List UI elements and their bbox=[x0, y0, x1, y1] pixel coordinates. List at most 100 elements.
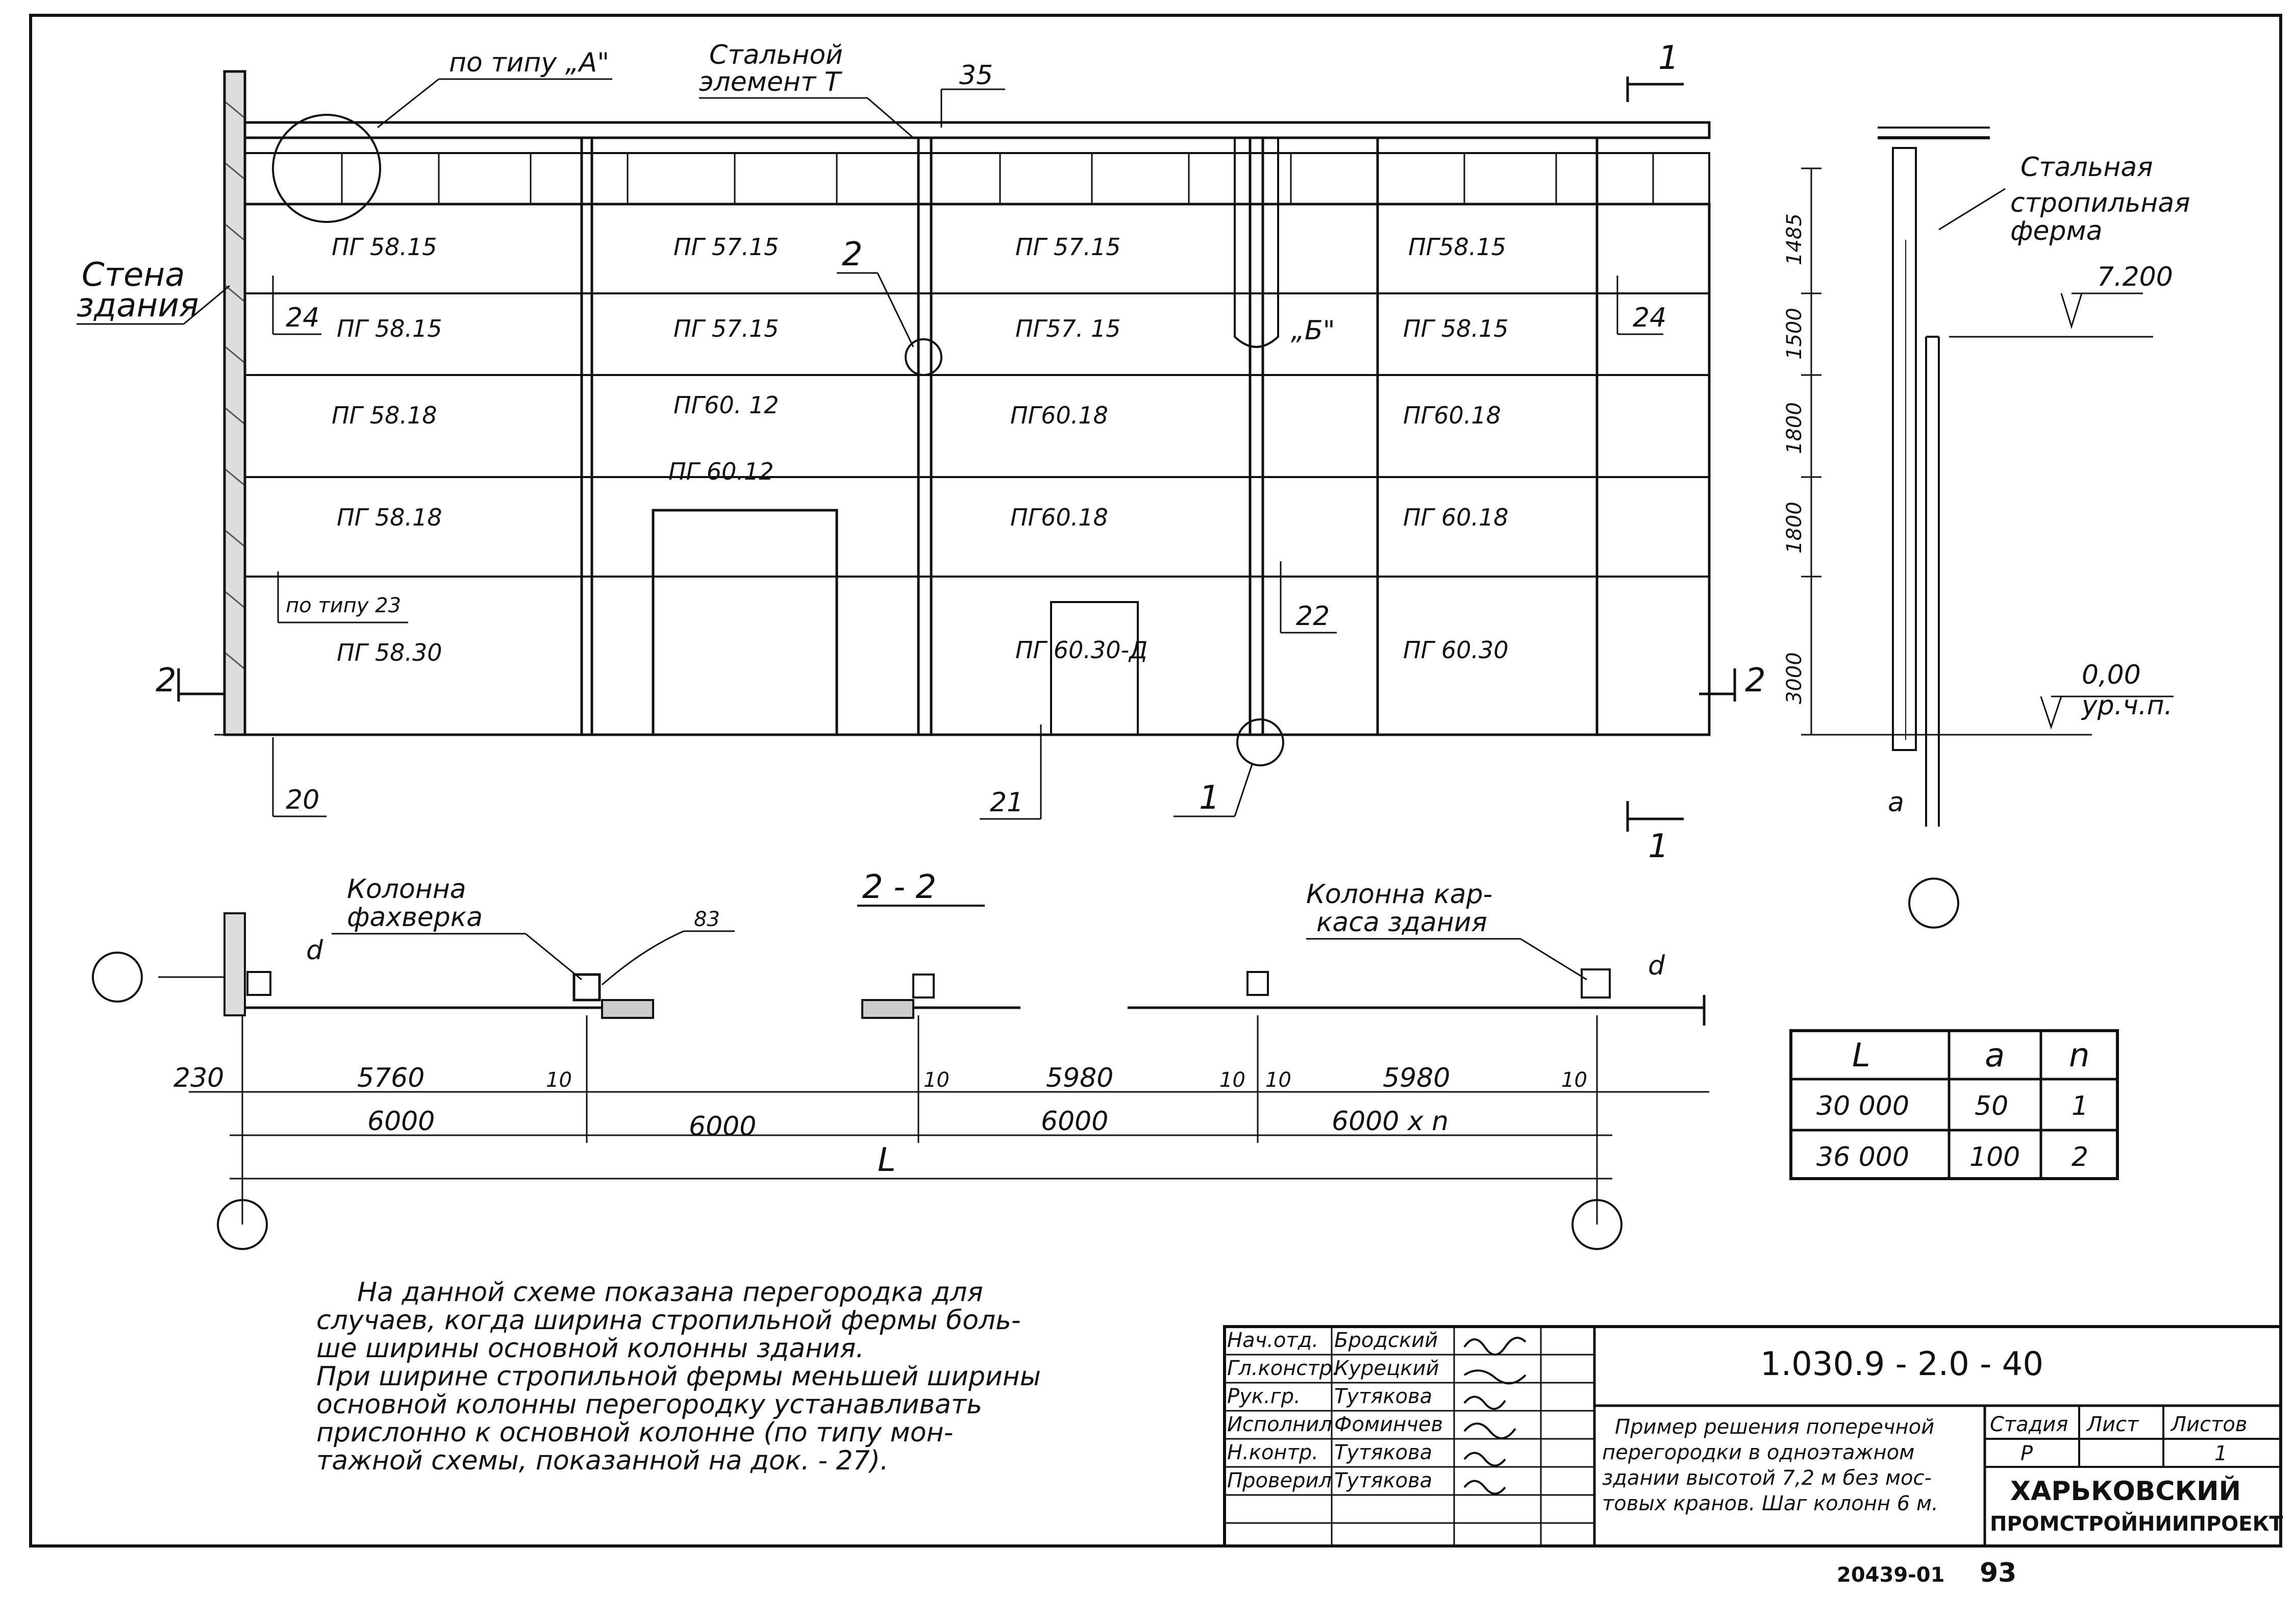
callout-type-a: по типу „А" bbox=[449, 47, 609, 78]
section-title: 2 - 2 bbox=[862, 868, 936, 906]
signature-name: Курецкий bbox=[1334, 1357, 1439, 1380]
signature-role: Проверил bbox=[1227, 1469, 1332, 1492]
title-description: здании высотой 7,2 м без мос- bbox=[1602, 1466, 1932, 1490]
callout-20: 20 bbox=[286, 785, 319, 815]
panel-label: ПГ 60.30 bbox=[1403, 636, 1509, 664]
dimension-10: 10 bbox=[1561, 1068, 1587, 1092]
panel-label: ПГ60.18 bbox=[1010, 504, 1108, 531]
table-header: a bbox=[1985, 1037, 2005, 1075]
inventory-number: 20439-01 bbox=[1837, 1563, 1944, 1587]
signature-name: Тутякова bbox=[1334, 1441, 1432, 1464]
callout-24-right: 24 bbox=[1633, 303, 1666, 333]
dimension-1485: 1485 bbox=[1783, 213, 1806, 265]
dimension-6000: 6000 bbox=[689, 1111, 756, 1142]
note-line: случаев, когда ширина стропильной фермы … bbox=[316, 1305, 1021, 1336]
panel-label: ПГ 58.30 bbox=[337, 639, 442, 666]
dimension-1800: 1800 bbox=[1783, 402, 1806, 454]
table-header: n bbox=[2069, 1037, 2090, 1075]
sheets-header: Листов bbox=[2170, 1413, 2247, 1436]
callout-steel-element: Стальной bbox=[709, 40, 843, 70]
note-line: При ширине стропильной фермы меньшей шир… bbox=[316, 1361, 1041, 1392]
callout-wall: здания bbox=[77, 287, 198, 325]
signature-role: Нач.отд. bbox=[1227, 1329, 1318, 1352]
callout-24-left: 24 bbox=[286, 303, 319, 333]
panel-label: ПГ 58.15 bbox=[332, 233, 437, 261]
elevation-top: 7.200 bbox=[2097, 262, 2173, 292]
axis-bubble bbox=[217, 1199, 268, 1250]
elevation-view: ПГ 58.15 ПГ 58.15 ПГ 58.18 ПГ 58.18 ПГ 5… bbox=[77, 39, 1766, 865]
organization-name: ХАРЬКОВСКИЙ bbox=[2010, 1476, 2241, 1507]
note-line: На данной схеме показана перегородка для bbox=[357, 1277, 983, 1308]
callout-21: 21 bbox=[990, 787, 1024, 818]
panel-label: ПГ60.18 bbox=[1403, 402, 1501, 429]
table-cell: 50 bbox=[1975, 1091, 2008, 1121]
panel-label: ПГ60. 12 bbox=[673, 391, 779, 419]
dimension-10: 10 bbox=[1265, 1068, 1291, 1092]
axis-bubble bbox=[92, 952, 143, 1003]
table-cell: 30 000 bbox=[1816, 1091, 1909, 1121]
table-cell: 1 bbox=[2072, 1091, 2088, 1121]
callout-83: 83 bbox=[694, 908, 720, 931]
callout-truss: ферма bbox=[2010, 216, 2103, 246]
table-header: L bbox=[1852, 1037, 1870, 1075]
signature-name: Бродский bbox=[1334, 1329, 1438, 1352]
stage-header: Стадия bbox=[1990, 1413, 2068, 1436]
dimension-1800: 1800 bbox=[1783, 502, 1806, 554]
note-line: тажной схемы, показанной на док. - 27). bbox=[316, 1445, 888, 1476]
dimension-230: 230 bbox=[173, 1063, 224, 1093]
dimension-6000: 6000 bbox=[1041, 1106, 1108, 1137]
dimension-a: a bbox=[1888, 787, 1904, 818]
table-cell: 2 bbox=[2072, 1142, 2088, 1172]
dimension-L: L bbox=[878, 1141, 896, 1179]
callout-1: 1 bbox=[1199, 779, 1220, 817]
panel-label: ПГ 58.15 bbox=[337, 315, 442, 342]
callout-fachwerk: Колонна bbox=[347, 874, 466, 905]
axis-bubble bbox=[1908, 878, 1959, 929]
signature-name: Тутякова bbox=[1334, 1385, 1432, 1408]
signature-name: Фоминчев bbox=[1334, 1413, 1443, 1436]
section-mark-2-right: 2 bbox=[1745, 662, 1766, 700]
panel-label: ПГ 58.15 bbox=[1403, 315, 1509, 342]
sheet-frame bbox=[29, 14, 2282, 1548]
table-cell: 36 000 bbox=[1816, 1142, 1909, 1172]
parameter-table: L a n 30 000 50 1 36 000 100 2 bbox=[1789, 1029, 2119, 1180]
panel-label: ПГ 60.12 bbox=[668, 458, 774, 485]
note-line: ше ширины основной колонны здания. bbox=[316, 1333, 864, 1364]
panel-label: ПГ 58.18 bbox=[337, 504, 442, 531]
elevation-floor: ур.ч.п. bbox=[2081, 690, 2173, 721]
dimension-10: 10 bbox=[1219, 1068, 1245, 1092]
section-mark-1-top: 1 bbox=[1658, 39, 1679, 77]
panel-label: ПГ 58.18 bbox=[332, 402, 437, 429]
detail-circle-a bbox=[272, 114, 381, 223]
signature-role: Гл.констр. bbox=[1227, 1357, 1339, 1380]
dimension-5760: 5760 bbox=[357, 1063, 425, 1093]
stage-value: Р bbox=[2020, 1442, 2033, 1465]
callout-frame: каса здания bbox=[1316, 907, 1487, 938]
dimension-5980: 5980 bbox=[1046, 1063, 1113, 1093]
door-opening bbox=[652, 509, 838, 736]
callout-22: 22 bbox=[1296, 601, 1330, 632]
signature-role: Н.контр. bbox=[1227, 1441, 1318, 1464]
title-description: Пример решения поперечной bbox=[1615, 1415, 1934, 1439]
callout-frame: Колонна кар- bbox=[1306, 879, 1492, 910]
callout-type-23: по типу 23 bbox=[286, 594, 401, 617]
truss-band bbox=[244, 152, 1710, 205]
dimension-d: d bbox=[1648, 951, 1665, 981]
detail-circle-1 bbox=[1236, 718, 1284, 766]
small-door bbox=[1050, 601, 1139, 736]
roof-slab bbox=[243, 121, 1711, 139]
signature-role: Исполнил bbox=[1227, 1413, 1332, 1436]
note-line: прислонно к основной колонне (по типу мо… bbox=[316, 1417, 953, 1448]
dimension-1500: 1500 bbox=[1783, 308, 1806, 360]
handwritten-signatures bbox=[1463, 1337, 1527, 1495]
callout-2: 2 bbox=[842, 236, 863, 273]
title-description: товых кранов. Шаг колонн 6 м. bbox=[1602, 1492, 1938, 1515]
callout-35: 35 bbox=[959, 60, 993, 91]
elevation-zero: 0,00 bbox=[2082, 660, 2141, 690]
panel-label: ПГ57. 15 bbox=[1015, 315, 1121, 342]
callout-fachwerk: фахверка bbox=[347, 902, 483, 933]
dimension-6000n: 6000 x n bbox=[1332, 1106, 1449, 1137]
panel-label: ПГ60.18 bbox=[1010, 402, 1108, 429]
document-code: 1.030.9 - 2.0 - 40 bbox=[1760, 1345, 2043, 1383]
